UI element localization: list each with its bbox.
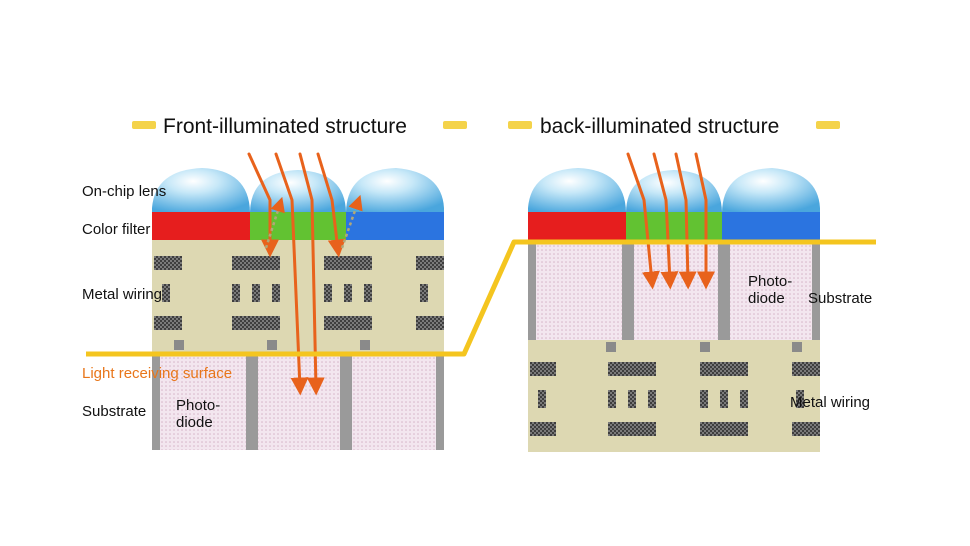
front-label-wiring: Metal wiring <box>82 286 162 303</box>
front-reflected-arrows <box>264 194 363 249</box>
back-metal-wiring <box>530 342 820 436</box>
front-blue-filter <box>346 212 444 240</box>
light-receiving-surface-line <box>86 239 876 357</box>
back-substrate-dividers <box>528 240 820 340</box>
back-illuminated-panel <box>528 152 820 452</box>
back-label-photodiode-1: Photo- <box>748 273 792 290</box>
front-substrate-dividers <box>152 352 444 450</box>
back-title: back-illuminated structure <box>540 115 779 138</box>
back-lens-3 <box>722 168 820 212</box>
front-label-substrate: Substrate <box>82 403 146 420</box>
back-lens-1 <box>528 168 626 212</box>
back-blue-filter <box>722 212 820 240</box>
back-green-filter <box>626 212 722 240</box>
back-red-filter <box>528 212 626 240</box>
back-label-substrate: Substrate <box>808 290 872 307</box>
front-label-surface: Light receiving surface <box>82 365 232 382</box>
front-label-lens: On-chip lens <box>82 183 166 200</box>
front-label-photodiode-1: Photo- <box>176 397 220 414</box>
front-title: Front-illuminated structure <box>163 115 407 138</box>
back-title-accent-left <box>508 121 532 129</box>
back-wiring-layer <box>528 340 820 452</box>
back-label-wiring: Metal wiring <box>790 394 870 411</box>
front-metal-wiring <box>154 256 444 350</box>
front-label-filter: Color filter <box>82 221 150 238</box>
back-label-photodiode-2: diode <box>748 290 785 307</box>
front-label-photodiode-2: diode <box>176 414 213 431</box>
front-title-accent-left <box>132 121 156 129</box>
back-title-accent-right <box>816 121 840 129</box>
front-title-group: Front-illuminated structure <box>132 115 467 138</box>
front-title-accent-right <box>443 121 467 129</box>
back-light-arrows <box>626 152 715 290</box>
front-lens-1 <box>152 168 250 212</box>
back-title-group: back-illuminated structure <box>508 115 840 138</box>
back-substrate <box>528 240 820 340</box>
front-green-filter <box>250 212 346 240</box>
front-illuminated-panel <box>152 152 444 450</box>
back-lens-2 <box>626 170 722 212</box>
front-lens-3 <box>346 168 444 212</box>
front-light-arrows <box>247 152 346 396</box>
front-red-filter <box>152 212 250 240</box>
